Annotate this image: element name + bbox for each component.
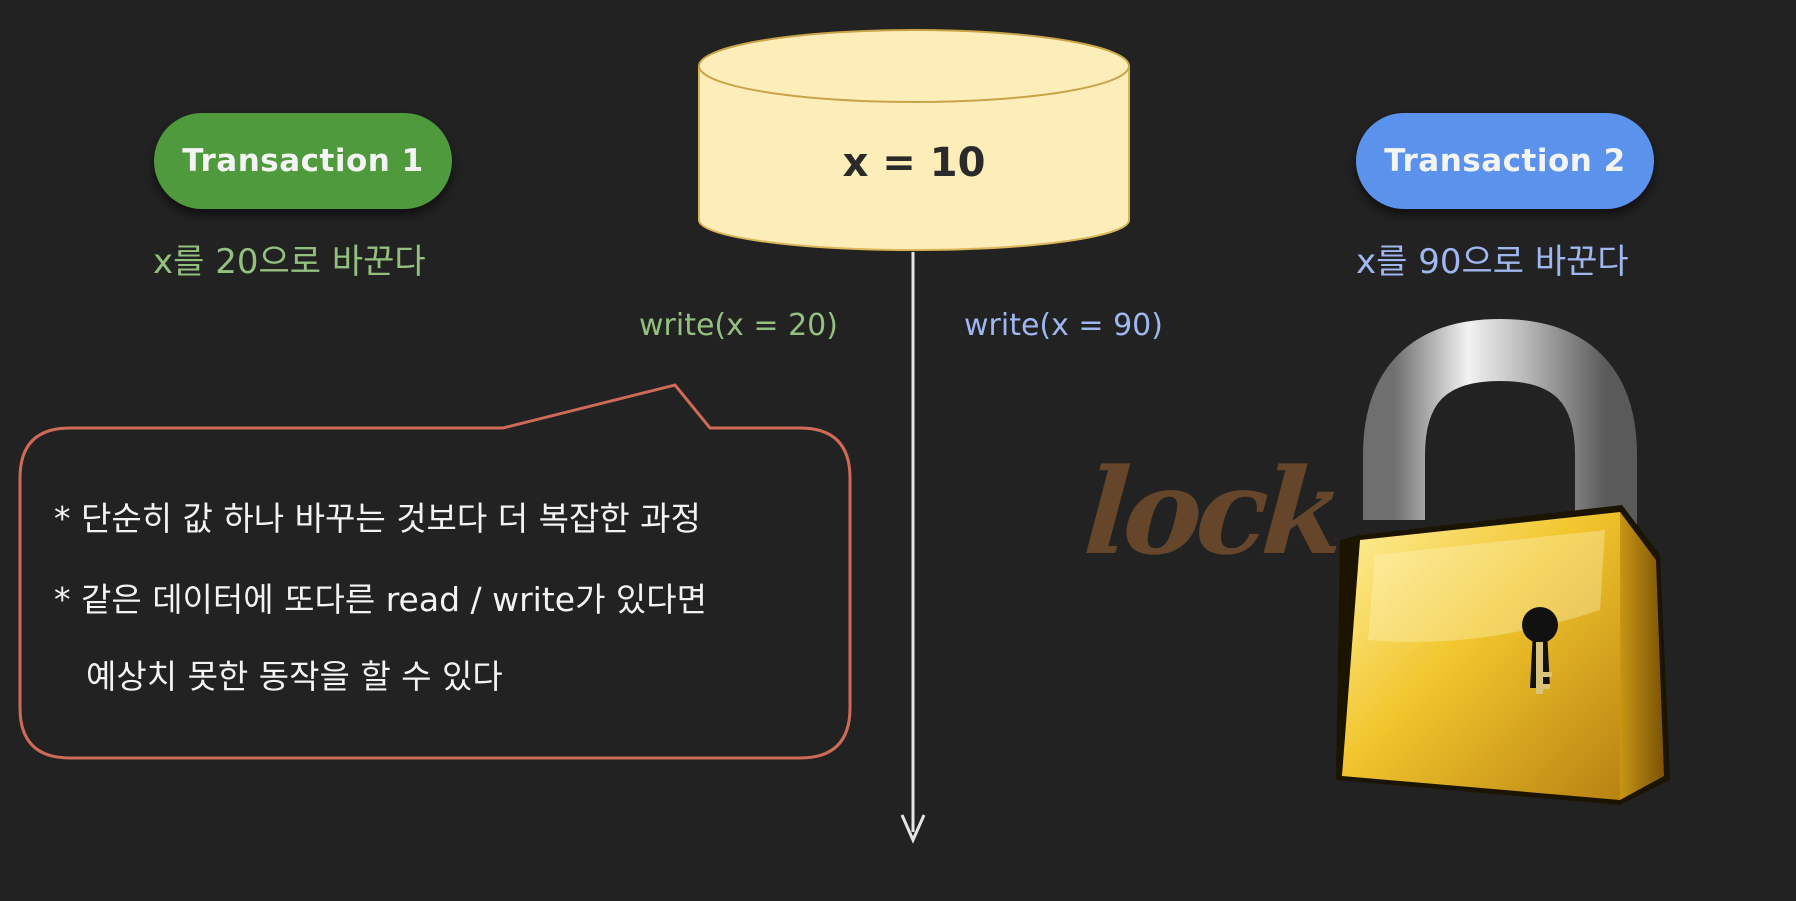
transaction-2-badge: Transaction 2 — [1356, 113, 1654, 209]
note-line-1: * 단순히 값 하나 바꾸는 것보다 더 복잡한 과정 — [54, 499, 701, 538]
speech-bubble — [18, 383, 852, 760]
note-line-3: 예상치 못한 동작을 할 수 있다 — [86, 657, 503, 696]
transaction-1-write-op: write(x = 20) — [639, 308, 838, 343]
handwritten-lock-annotation: lock — [1080, 442, 1344, 581]
transaction-1-description: x를 20으로 바꾼다 — [153, 242, 426, 282]
transaction-2-description: x를 90으로 바꾼다 — [1356, 242, 1629, 282]
transaction-1-badge: Transaction 1 — [154, 113, 452, 209]
transaction-2-write-op: write(x = 90) — [964, 308, 1163, 343]
timeline-arrow-icon — [900, 252, 926, 844]
database-value-label: x = 10 — [842, 140, 986, 186]
note-line-2: * 같은 데이터에 또다른 read / write가 있다면 — [54, 580, 708, 619]
padlock-icon — [1336, 312, 1670, 805]
database-cylinder-icon — [698, 29, 1130, 251]
